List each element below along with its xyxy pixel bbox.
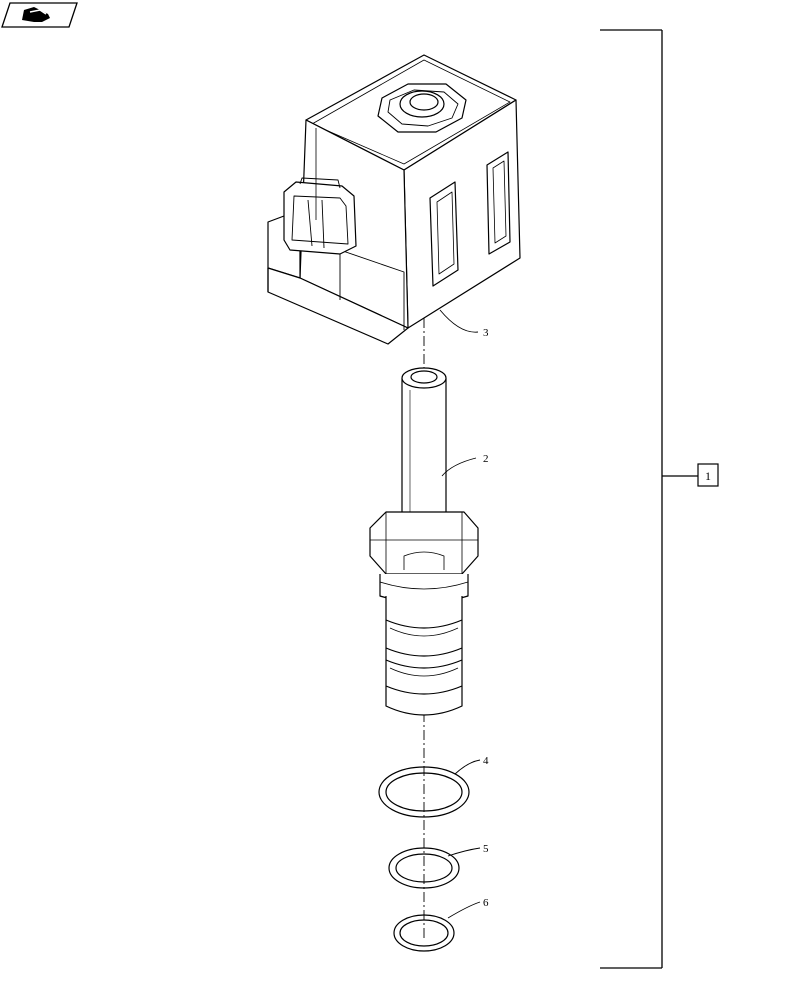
assembly-reference-box[interactable]: 1 — [697, 463, 719, 487]
o-ring-small — [393, 914, 455, 952]
callout-2[interactable]: 2 — [483, 453, 489, 465]
valve-cartridge — [369, 367, 479, 716]
callout-5[interactable]: 5 — [483, 843, 489, 855]
assembly-bracket — [600, 29, 698, 969]
o-ring-medium — [388, 847, 460, 889]
solenoid-coil — [267, 54, 521, 345]
callout-4[interactable]: 4 — [483, 755, 489, 767]
leader-lines — [439, 309, 481, 919]
book-page-flip-icon[interactable] — [1, 2, 78, 28]
assembly-reference-label: 1 — [705, 469, 711, 483]
callout-3[interactable]: 3 — [483, 327, 489, 339]
callout-6[interactable]: 6 — [483, 897, 489, 909]
o-ring-large — [378, 766, 470, 818]
